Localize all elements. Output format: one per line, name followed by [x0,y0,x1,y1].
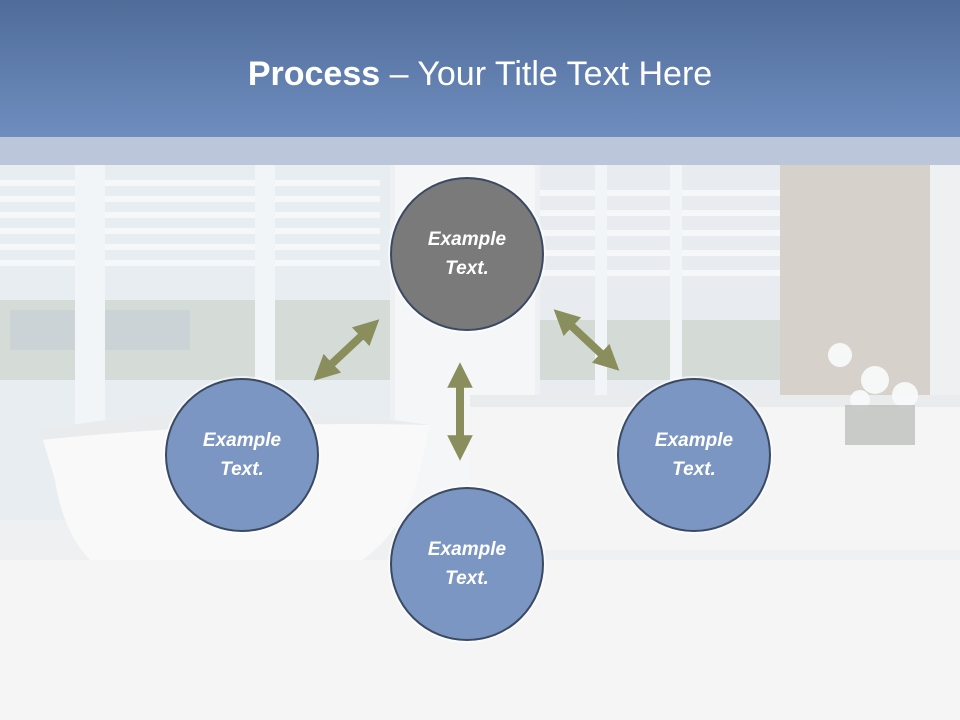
title-rest-text: – Your Title Text Here [380,55,713,93]
slide-title: Process – Your Title Text Here [0,48,960,100]
node-right-line1: Example [654,430,734,451]
arrow-top-right [553,309,620,371]
arrow-top-left [313,319,380,381]
node-bottom-line2: Text. [445,568,489,589]
node-top-line1: Example [427,229,507,250]
node-left-line2: Text. [220,459,264,480]
node-bottom-line1: Example [427,539,507,560]
node-right-line2: Text. [672,459,716,480]
title-under-band [0,137,960,165]
title-bold-text: Process [247,55,381,93]
title-bar: Process – Your Title Text Here [0,0,960,137]
node-left-line1: Example [202,430,282,451]
node-top-line2: Text. [445,258,489,279]
